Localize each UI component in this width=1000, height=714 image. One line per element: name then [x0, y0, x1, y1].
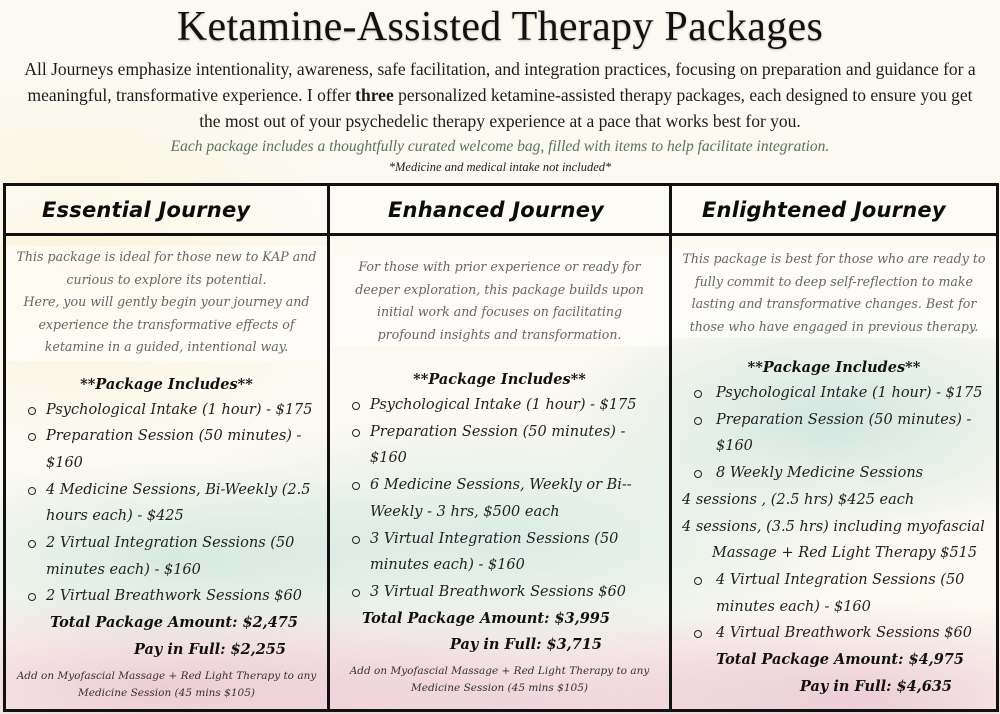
package-header-enhanced: Enhanced Journey — [330, 186, 672, 236]
package-items: Psychological Intake (1 hour) - $175 Pre… — [672, 380, 996, 647]
package-title: Essential Journey — [42, 197, 251, 222]
list-item: 4 Virtual Breathwork Sessions $60 — [672, 620, 996, 647]
page-title: Ketamine-Assisted Therapy Packages — [176, 4, 824, 50]
list-item: 3 Virtual Integration Sessions (50 minut… — [330, 526, 669, 579]
list-subitem: 4 sessions , (2.5 hrs) $425 each — [682, 491, 915, 508]
package-header-enlightened: Enlightened Journey — [672, 186, 996, 236]
addon-note: Add on Myofascial Massage + Red Light Th… — [16, 669, 317, 699]
list-item: Preparation Session (50 minutes) - $160 — [330, 419, 669, 472]
list-subitem: 4 sessions, (3.5 hrs) including myofasci… — [682, 518, 985, 535]
intro-paragraph: All Journeys emphasize intentionality, a… — [20, 56, 980, 134]
addon-note: Add on Myofascial Massage + Red Light Th… — [349, 665, 650, 695]
pay-in-full: Pay in Full: $4,635 — [800, 677, 952, 695]
list-item: 3 Virtual Breathwork Sessions $60 — [330, 579, 669, 606]
includes-heading: **Package Includes** — [80, 375, 253, 393]
package-card-enlightened: This package is best for those who are r… — [672, 236, 996, 709]
list-item: 2 Virtual Breathwork Sessions $60 — [6, 583, 327, 610]
includes-heading: **Package Includes** — [747, 359, 921, 376]
package-description: This package is ideal for those new to K… — [6, 246, 327, 361]
intro-emphasis: three — [355, 85, 394, 105]
package-description: For those with prior experience or ready… — [330, 256, 669, 346]
package-header-essential: Essential Journey — [6, 186, 330, 236]
total-amount: Total Package Amount: $3,995 — [362, 609, 610, 627]
packages-table: Essential Journey Enhanced Journey Enlig… — [3, 183, 999, 712]
intro-text-1: All Journeys emphasize intentionality, a… — [24, 59, 976, 105]
total-amount: Total Package Amount: $2,475 — [50, 614, 298, 632]
pay-in-full: Pay in Full: $3,715 — [450, 636, 602, 654]
list-item: Preparation Session (50 minutes) - $160 — [6, 423, 327, 476]
package-card-essential: This package is ideal for those new to K… — [6, 236, 330, 709]
list-item: 6 Medicine Sessions, Weekly or Bi--Weekl… — [330, 472, 669, 525]
list-item: Psychological Intake (1 hour) - $175 — [672, 380, 996, 407]
pay-in-full: Pay in Full: $2,255 — [134, 640, 286, 658]
package-title: Enhanced Journey — [388, 197, 605, 222]
list-item: 8 Weekly Medicine Sessions — [672, 460, 996, 487]
list-item: 4 Medicine Sessions, Bi-Weekly (2.5 hour… — [6, 477, 327, 530]
package-title: Enlightened Journey — [702, 197, 946, 222]
total-amount: Total Package Amount: $4,975 — [716, 651, 964, 669]
medicine-disclaimer: *Medicine and medical intake not include… — [388, 160, 612, 174]
list-item: 4 Virtual Integration Sessions (50 minut… — [672, 567, 996, 620]
package-card-enhanced: For those with prior experience or ready… — [330, 236, 672, 709]
includes-heading: **Package Includes** — [413, 371, 586, 388]
list-item: Preparation Session (50 minutes) - $160 — [672, 407, 996, 460]
list-subitem: Massage + Red Light Therapy $515 — [712, 545, 978, 562]
welcome-bag-note: Each package includes a thoughtfully cur… — [170, 138, 830, 155]
intro-text-2: personalized ketamine-assisted therapy p… — [199, 85, 973, 131]
list-item: Psychological Intake (1 hour) - $175 — [330, 392, 669, 419]
list-item: Psychological Intake (1 hour) - $175 — [6, 397, 327, 424]
list-item: 2 Virtual Integration Sessions (50 minut… — [6, 530, 327, 583]
page-header: Ketamine-Assisted Therapy Packages All J… — [0, 0, 1000, 176]
package-items: Psychological Intake (1 hour) - $175 Pre… — [6, 397, 327, 611]
package-description: This package is best for those who are r… — [672, 248, 996, 338]
package-items: Psychological Intake (1 hour) - $175 Pre… — [330, 392, 669, 606]
